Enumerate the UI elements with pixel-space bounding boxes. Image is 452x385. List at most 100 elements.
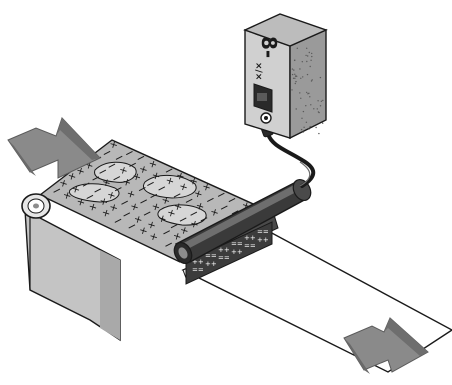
sensor-display-text: 8-: [257, 36, 281, 58]
dash-mark: —: [226, 194, 237, 206]
speckle-dot: [307, 93, 309, 95]
dash-mark: —: [124, 147, 135, 159]
cross-mark: ✕: [189, 176, 200, 188]
dash-mark: —: [137, 183, 148, 195]
speckle-dot: [291, 68, 294, 70]
plate-plus-mark: ++: [218, 246, 230, 254]
web-light-region-1: [94, 161, 137, 183]
speckle-dot: [317, 100, 319, 102]
speckle-dot: [318, 132, 320, 135]
plate-plus-mark: ++: [192, 258, 204, 266]
speckle-dot: [311, 55, 313, 58]
cross-mark: ✕: [133, 214, 144, 226]
dash-mark: —: [113, 152, 124, 164]
dash-mark: —: [101, 147, 112, 159]
speckle-dot: [318, 111, 320, 114]
dash-mark: —: [161, 226, 172, 238]
plate-dash-mark: ==: [192, 266, 204, 274]
cross-mark: ✕: [67, 171, 78, 183]
plate-dash-mark: ==: [257, 228, 269, 236]
dash-mark: —: [112, 183, 123, 195]
cross-mark: ✕: [202, 182, 213, 194]
plate-plus-mark: ++: [244, 234, 256, 242]
cross-mark: ✕: [175, 171, 186, 183]
cross-mark: ✕: [151, 171, 162, 183]
cross-mark: ✕: [179, 182, 190, 194]
dash-mark: —: [163, 239, 174, 251]
dash-mark: —: [198, 213, 209, 225]
cross-mark: ✕: [76, 197, 87, 209]
speckle-dot: [307, 55, 309, 57]
cross-mark: ✕: [157, 214, 168, 226]
speckle-dot: [300, 128, 303, 131]
dash-mark: —: [216, 189, 227, 201]
speckle-dot: [310, 104, 312, 106]
speckle-dot: [308, 128, 310, 130]
dash-mark: —: [51, 185, 62, 197]
cross-mark: ✕: [109, 140, 120, 152]
speckle-dot: [311, 52, 313, 55]
cross-mark: ✕: [84, 160, 95, 172]
cross-mark: ✕: [166, 208, 177, 220]
cross-mark: ✕: [148, 159, 159, 171]
dash-mark: —: [148, 190, 159, 202]
cross-mark: ✕: [109, 203, 120, 215]
speckle-dot: [309, 65, 311, 68]
cross-mark: ✕: [106, 190, 117, 202]
sensor-plate-marks: ++====++++====++++====++: [192, 228, 269, 274]
cross-mark: ✕: [71, 184, 82, 196]
speckle-dot: [301, 61, 303, 63]
speckle-dot: [320, 100, 323, 103]
speckle-dot: [306, 47, 308, 49]
dash-mark: —: [135, 152, 146, 164]
speckle-dot: [292, 77, 295, 80]
dash-mark: —: [97, 166, 108, 178]
scanning-head-icon: ++====++++====++++====++: [173, 178, 312, 285]
speckle-dot: [306, 73, 309, 76]
speckle-dot: [302, 110, 305, 113]
dash-mark: —: [205, 194, 216, 206]
supply-roll-icon: [21, 193, 51, 219]
speckle-dot: [300, 97, 302, 100]
speckle-dot: [294, 82, 296, 85]
dash-mark: —: [92, 184, 103, 196]
speckle-dot: [299, 68, 301, 70]
speckle-dot: [308, 51, 310, 54]
speckle-dot: [310, 80, 313, 82]
plate-dash-mark: ==: [205, 252, 217, 260]
dash-mark: —: [84, 191, 95, 203]
dash-mark: —: [126, 220, 137, 232]
dash-mark: —: [90, 172, 101, 184]
speckle-dot: [311, 79, 313, 81]
dash-mark: —: [219, 201, 230, 213]
cross-mark: ✕: [172, 231, 183, 243]
output-arrow-icon: [343, 317, 429, 374]
plate-dash-mark: ==: [231, 240, 243, 248]
dash-mark: —: [183, 195, 194, 207]
speckle-dot: [310, 59, 312, 61]
speckle-dot: [300, 77, 302, 80]
dash-mark: —: [121, 208, 132, 220]
cross-mark: ✕: [132, 172, 143, 184]
dash-mark: —: [141, 207, 152, 219]
speckle-dot: [302, 131, 304, 133]
speckle-dot: [319, 105, 322, 107]
plate-dash-mark: ==: [244, 242, 256, 250]
sensor-cable: [266, 132, 316, 188]
speckle-dot: [295, 80, 297, 83]
cross-mark: ✕: [130, 202, 141, 214]
speckle-dot: [309, 96, 311, 98]
speckle-dot: [296, 75, 298, 78]
sensor-box-icon: 8- ×/×: [243, 13, 328, 140]
dash-mark: —: [127, 159, 138, 171]
cross-mark: ✕: [138, 226, 149, 238]
sensor-box-top: [243, 13, 328, 47]
speckle-dot: [294, 75, 297, 77]
plate-plus-mark: ++: [257, 236, 269, 244]
speckle-dot: [305, 54, 307, 57]
dash-mark: —: [138, 195, 149, 207]
dash-mark: —: [168, 220, 179, 232]
cross-mark: ✕: [99, 196, 110, 208]
